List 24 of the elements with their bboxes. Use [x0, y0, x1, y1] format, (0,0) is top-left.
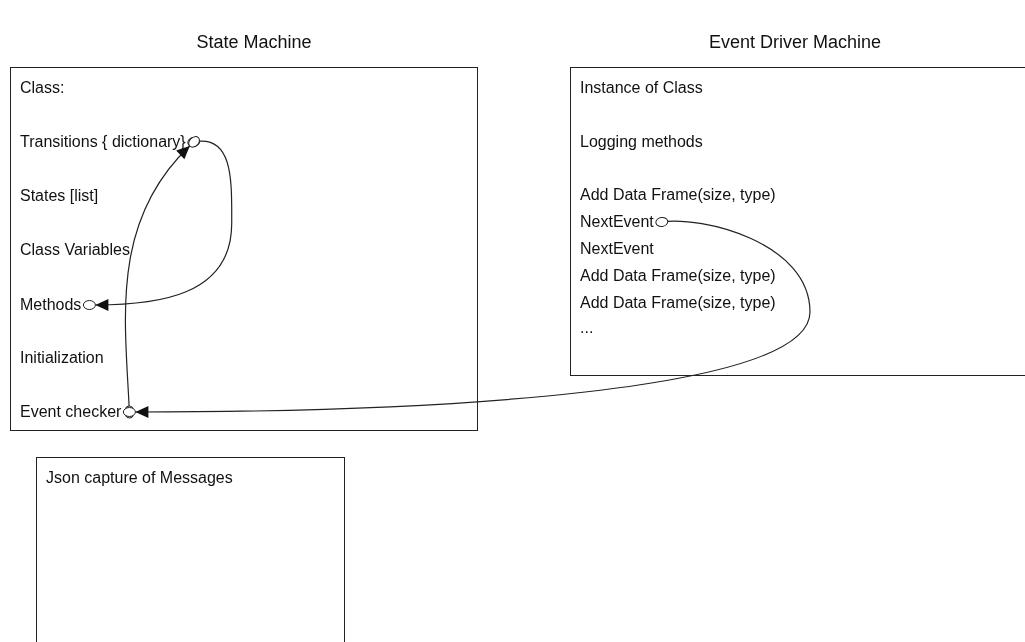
item-text: States [list]	[20, 186, 99, 206]
panel-heading: Event Driver Machine	[708, 32, 882, 53]
panel-heading: State Machine	[196, 32, 312, 53]
panel-text: Json capture of Messages	[46, 468, 233, 488]
item-text: NextEvent	[580, 212, 654, 232]
panel-text: Logging methods	[580, 132, 703, 152]
curved-arrow	[124, 135, 200, 419]
item-text: Add Data Frame(size, type)	[580, 185, 776, 205]
item-text: NextEvent	[580, 239, 654, 259]
item-text: Class Variables	[20, 240, 130, 260]
panel	[10, 67, 478, 431]
item-text: Event checker	[20, 402, 122, 422]
panel-text: Instance of Class	[580, 78, 703, 98]
curved-arrow	[82, 137, 233, 312]
panel	[570, 67, 1025, 376]
item-text: Initialization	[20, 348, 104, 368]
item-text: Transitions { dictionary}	[20, 132, 186, 152]
panel-text: Class:	[20, 78, 65, 98]
item-text: Add Data Frame(size, type)	[580, 266, 776, 286]
item-text: Add Data Frame(size, type)	[580, 293, 776, 313]
item-text: Methods	[20, 295, 82, 315]
item-text: ...	[580, 318, 594, 338]
panel	[36, 457, 345, 642]
curved-arrow	[122, 217, 811, 419]
